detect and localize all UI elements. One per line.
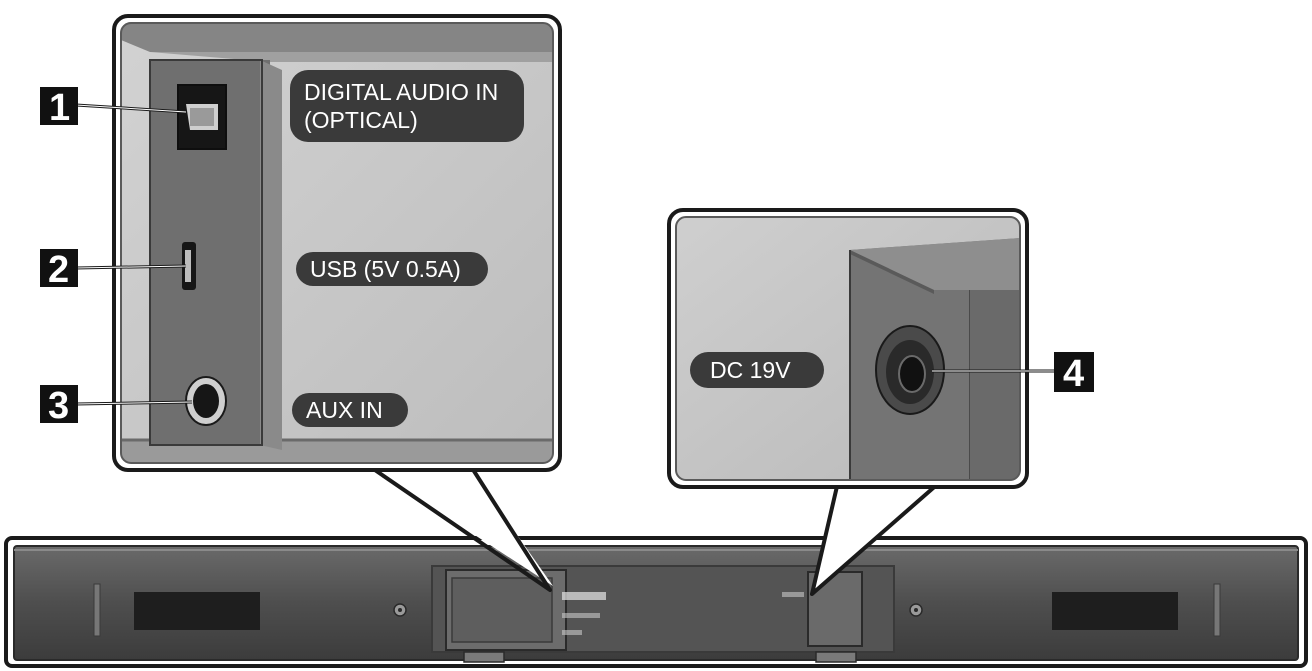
soundbar <box>4 536 1308 668</box>
callout-1: 1 <box>40 87 78 129</box>
callout-4-number: 4 <box>1063 353 1084 395</box>
right-grille <box>1052 592 1178 630</box>
callout-1-number: 1 <box>49 87 70 129</box>
left-detail-panel: DIGITAL AUDIO IN (OPTICAL) USB (5V 0.5A)… <box>112 14 562 472</box>
aux-in-label-text: AUX IN <box>306 397 383 423</box>
callout-2-number: 2 <box>48 249 69 291</box>
callout-3: 3 <box>40 385 78 427</box>
digital-audio-in-line1: DIGITAL AUDIO IN <box>304 79 498 105</box>
usb-port-icon <box>182 242 196 290</box>
dc-19v-label-text: DC 19V <box>710 357 791 383</box>
callout-3-number: 3 <box>48 385 69 427</box>
dc-power-jack-icon <box>875 325 945 415</box>
aux-in-label: AUX IN <box>292 393 408 427</box>
digital-audio-in-line2: (OPTICAL) <box>304 107 418 133</box>
right-callout-pointer <box>810 480 942 596</box>
left-grille <box>134 592 260 630</box>
dc-19v-label: DC 19V <box>690 352 824 388</box>
callout-4: 4 <box>1054 352 1094 395</box>
digital-audio-in-label: DIGITAL AUDIO IN (OPTICAL) <box>290 70 524 142</box>
optical-port-icon <box>177 84 227 150</box>
aux-jack-icon <box>185 376 227 426</box>
right-detail-panel: DC 19V <box>667 208 1029 489</box>
usb-label-text: USB (5V 0.5A) <box>310 256 461 282</box>
callout-2: 2 <box>40 249 78 291</box>
left-callout-pointer <box>370 466 553 592</box>
usb-label: USB (5V 0.5A) <box>296 252 488 286</box>
leader-lines <box>75 103 1054 406</box>
